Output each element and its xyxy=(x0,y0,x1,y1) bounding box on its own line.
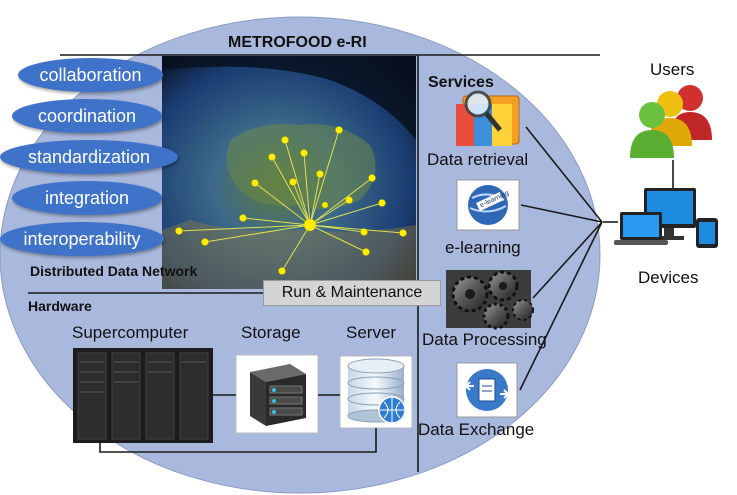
data-exchange-icon xyxy=(456,362,518,418)
data-retrieval-label: Data retrieval xyxy=(427,150,529,169)
data-exchange-label: Data Exchange xyxy=(418,420,535,439)
diagram-title: METROFOOD e-RI xyxy=(228,34,367,51)
distributed-network-label: Distributed Data Network xyxy=(30,263,198,279)
network-map xyxy=(162,56,416,289)
hardware-connectors xyxy=(99,394,377,453)
gears-icon xyxy=(446,270,534,330)
elearning-icon xyxy=(456,179,520,231)
run-maintenance-label: Run & Maintenance xyxy=(263,280,441,306)
devices-label: Devices xyxy=(638,268,699,287)
data-processing-label: Data Processing xyxy=(422,330,547,349)
server-icon xyxy=(339,355,413,429)
pill-coordination: coordination xyxy=(12,99,162,133)
users-label: Users xyxy=(650,60,695,79)
supercomputer-label: Supercomputer xyxy=(72,323,189,342)
storage-label: Storage xyxy=(241,323,301,342)
supercomputer-icon xyxy=(73,348,213,443)
hardware-label: Hardware xyxy=(28,298,92,314)
elearning-label: e-learning xyxy=(445,238,521,257)
service-device-links xyxy=(519,126,674,391)
pill-collaboration: collaboration xyxy=(18,58,163,92)
server-label: Server xyxy=(346,323,397,342)
pill-integration: integration xyxy=(12,181,162,215)
storage-icon xyxy=(235,354,319,434)
folder-search-icon xyxy=(456,90,520,146)
devices-icon xyxy=(614,188,718,248)
pill-standardization: standardization xyxy=(0,140,178,174)
users-icon xyxy=(630,85,712,158)
services-label: Services xyxy=(428,74,494,91)
pill-interoperability: interoperability xyxy=(0,222,164,256)
